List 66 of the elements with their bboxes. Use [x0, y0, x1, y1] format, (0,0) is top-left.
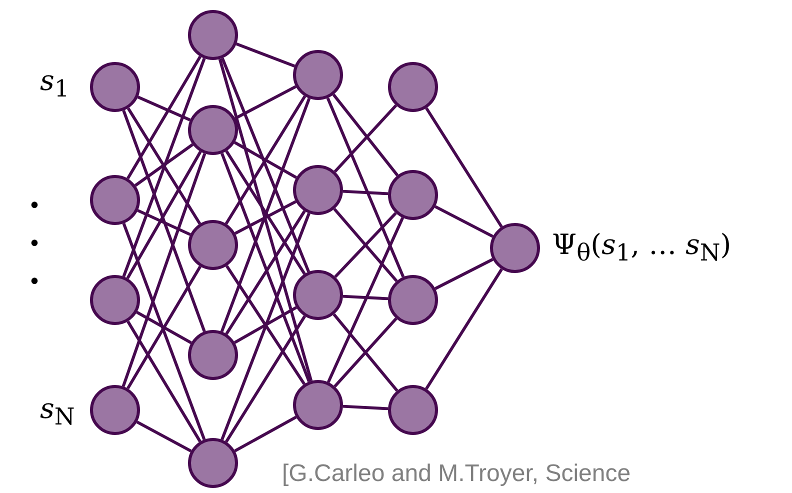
connection-line — [234, 416, 297, 452]
connection-line — [342, 404, 388, 410]
neuron-circle — [90, 385, 140, 435]
connection-line — [122, 110, 206, 332]
connection-line — [126, 56, 202, 180]
connection-line — [425, 268, 503, 390]
connection-line — [126, 266, 202, 390]
connection-line — [137, 209, 191, 236]
neuron-circle — [293, 270, 343, 320]
neuron-circle — [293, 380, 343, 430]
ellipsis-dot: • — [28, 232, 41, 257]
neuron-circle — [388, 385, 438, 435]
connection-line — [326, 97, 405, 278]
connection-line — [220, 152, 310, 382]
citation-text: [G.Carleo and M.Troyer, Science — [282, 460, 631, 488]
connection-line — [134, 143, 194, 187]
ellipsis-dot: • — [28, 194, 41, 219]
connection-line — [234, 200, 297, 235]
neuron-circle — [490, 223, 540, 273]
connection-line — [234, 141, 298, 179]
neuron-circle — [188, 220, 238, 270]
connection-line — [234, 306, 298, 344]
connection-line — [234, 85, 297, 120]
connection-line — [220, 212, 310, 440]
connection-line — [122, 58, 206, 278]
neuron-circle — [293, 165, 343, 215]
connection-line — [122, 222, 206, 440]
neuron-circle — [293, 50, 343, 100]
connection-line — [126, 107, 202, 225]
neuron-circle — [188, 10, 238, 60]
connection-line — [136, 420, 192, 452]
connection-line — [225, 150, 306, 275]
input-label: s$_{1}$ — [40, 64, 70, 103]
connection-line — [434, 205, 494, 238]
connection-line — [218, 58, 313, 382]
connection-line — [425, 107, 503, 228]
connection-line — [236, 42, 296, 68]
connection-line — [225, 265, 306, 385]
connection-line — [334, 104, 398, 173]
connection-line — [342, 294, 388, 300]
connection-line — [326, 217, 404, 383]
neuron-circle — [90, 175, 140, 225]
connection-line — [136, 310, 192, 344]
neuron-circle — [188, 105, 238, 155]
connection-line — [122, 153, 206, 387]
connection-line — [332, 94, 399, 176]
connection-line — [224, 315, 306, 443]
neuron-circle — [188, 438, 238, 488]
connection-line — [225, 210, 306, 335]
connection-line — [137, 96, 191, 122]
connection-line — [220, 58, 310, 272]
ellipsis-dot: • — [28, 270, 41, 295]
neuron-circle — [90, 62, 140, 112]
neuron-circle — [90, 275, 140, 325]
output-formula: Ψ$_{θ}$(s$_{1}$, … s$_{N}$) — [552, 228, 732, 267]
input-label: s$_{N}$ — [40, 392, 75, 431]
neuron-circle — [388, 170, 438, 220]
connection-line — [342, 190, 388, 196]
neuron-circle — [188, 330, 238, 380]
connection-line — [224, 95, 306, 225]
connection-line — [126, 320, 202, 442]
connection-line — [126, 150, 202, 280]
neuron-circle — [388, 275, 438, 325]
connection-line — [220, 98, 311, 332]
neuron-circle — [388, 62, 438, 112]
connection-line — [434, 258, 494, 290]
